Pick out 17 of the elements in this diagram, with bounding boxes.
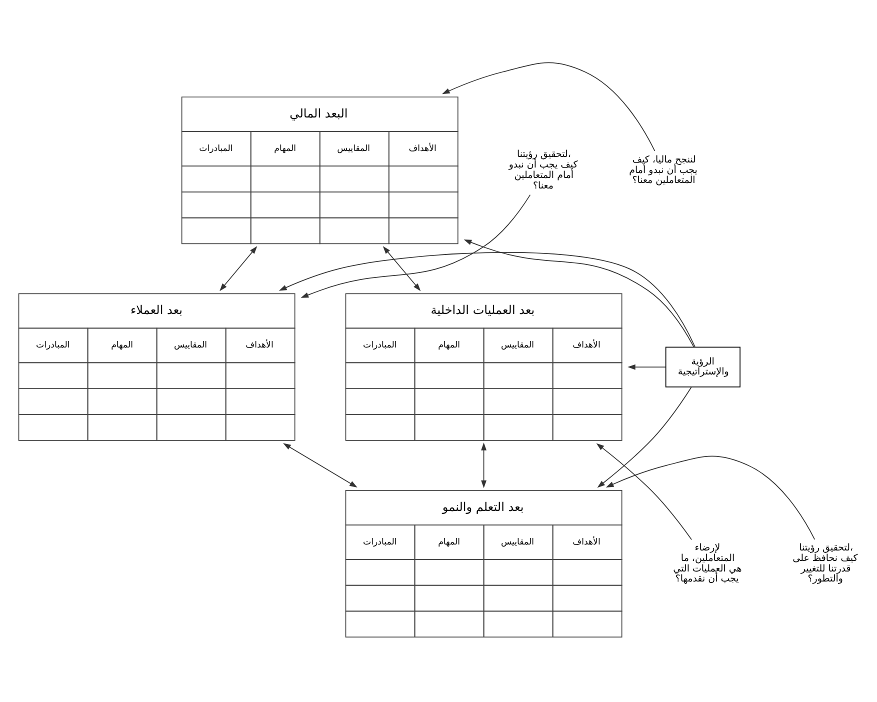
arrow [596, 442, 692, 540]
arrow [278, 252, 696, 348]
arrow [382, 246, 421, 291]
node-text: لتحقيق رؤيتنا، كيف يجب أن نبدو أمام المتعاملين معنا؟ [508, 148, 578, 191]
node-text: لننجح ماليا، كيف يجب أن نبدو أمام المتعاملين معنا؟ [629, 154, 698, 186]
arrow [442, 62, 656, 151]
arrow [300, 194, 531, 298]
arrow [464, 239, 694, 347]
arrow [481, 442, 487, 488]
arrow [597, 386, 692, 488]
arrow [628, 364, 666, 370]
arrow [220, 246, 258, 291]
arrow [283, 442, 358, 488]
arrow [606, 455, 816, 540]
node-text: لإرضاء المتعاملين، ما هي العمليات التي يجب أن نقدمها؟ [673, 542, 742, 584]
node-text: لتحقيق رؤيتنا، كيف نحافظ على قدرتنا للتغيير والتطور؟ [792, 542, 858, 584]
node-box: الرؤية والإستراتيجية [665, 346, 740, 387]
